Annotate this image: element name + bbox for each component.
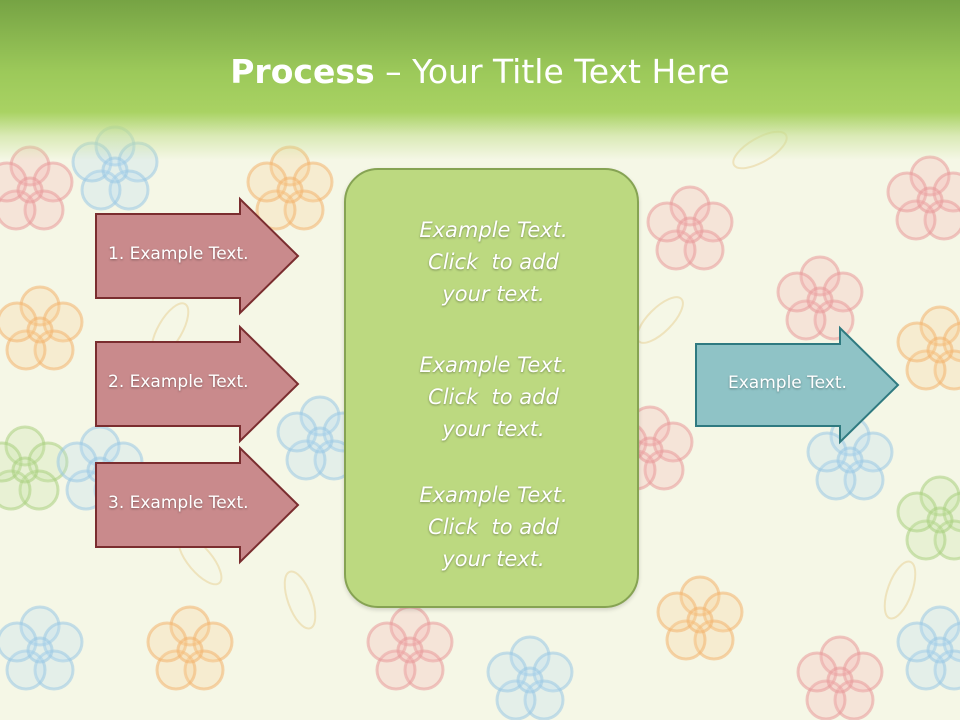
center-paragraph-2: Example Text. Click to add your text. (346, 349, 641, 445)
step-arrow-2-label: 2. Example Text. (108, 372, 249, 392)
center-paragraph-3: Example Text. Click to add your text. (346, 479, 641, 575)
slide-title[interactable]: Process – Your Title Text Here (0, 52, 960, 91)
center-paragraph-1: Example Text. Click to add your text. (346, 214, 641, 310)
result-arrow[interactable]: Example Text. (695, 325, 900, 445)
step-arrow-1[interactable]: 1. Example Text. (95, 196, 300, 316)
center-paragraph-2-line-3: your text. (442, 417, 545, 441)
step-arrow-2[interactable]: 2. Example Text. (95, 324, 300, 444)
result-arrow-label: Example Text. (728, 373, 847, 393)
step-arrow-1-label: 1. Example Text. (108, 244, 249, 264)
step-arrow-3-shape (95, 445, 300, 565)
step-arrow-2-shape (95, 324, 300, 444)
step-arrow-3[interactable]: 3. Example Text. (95, 445, 300, 565)
center-paragraph-3-line-3: your text. (442, 547, 545, 571)
center-paragraph-3-line-2: Click to add (428, 515, 559, 539)
center-text-box[interactable]: Example Text. Click to add your text. Ex… (344, 168, 639, 608)
center-paragraph-2-line-1: Example Text. (419, 353, 568, 377)
step-arrow-3-label: 3. Example Text. (108, 493, 249, 513)
center-paragraph-2-line-2: Click to add (428, 385, 559, 409)
title-bar (0, 0, 960, 160)
center-paragraph-1-line-2: Click to add (428, 250, 559, 274)
result-arrow-shape (695, 325, 900, 445)
step-arrow-1-shape (95, 196, 300, 316)
center-paragraph-1-line-3: your text. (442, 282, 545, 306)
title-rest: – Your Title Text Here (374, 52, 730, 91)
center-paragraph-3-line-1: Example Text. (419, 483, 568, 507)
center-paragraph-1-line-1: Example Text. (419, 218, 568, 242)
title-bold: Process (230, 52, 375, 91)
